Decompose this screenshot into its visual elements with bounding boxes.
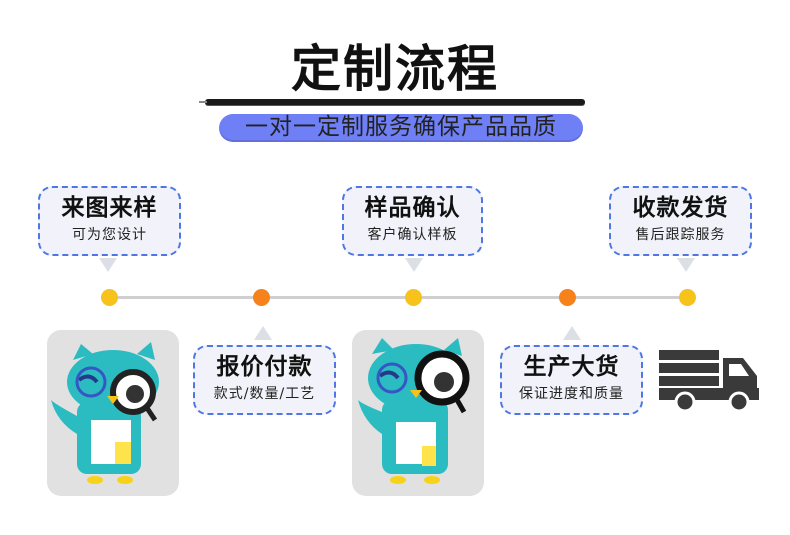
step-pointer-1	[99, 258, 117, 272]
step-pointer-3	[405, 258, 423, 272]
owl-with-magnifier-icon	[51, 342, 159, 484]
step-title: 样品确认	[364, 195, 461, 221]
step-subtitle: 可为您设计	[72, 227, 147, 243]
step-card-4: 生产大货 保证进度和质量	[500, 345, 643, 415]
subtitle-highlight	[219, 114, 583, 142]
step-card-5: 收款发货 售后跟踪服务	[609, 186, 752, 256]
step-title: 收款发货	[632, 195, 729, 221]
step-card-2: 报价付款 款式/数量/工艺	[193, 345, 336, 415]
page-subtitle: 一对一定制服务确保产品品质	[245, 114, 557, 140]
step-title: 报价付款	[216, 354, 313, 380]
step-pointer-4	[563, 326, 581, 340]
step-subtitle: 款式/数量/工艺	[213, 386, 316, 402]
step-card-1: 来图来样 可为您设计	[38, 186, 181, 256]
delivery-truck	[659, 350, 759, 413]
timeline-dot-3	[405, 289, 422, 306]
timeline-dot-5	[679, 289, 696, 306]
step-pointer-2	[254, 326, 272, 340]
timeline-line	[108, 296, 690, 299]
step-title: 来图来样	[61, 195, 158, 221]
timeline-dot-2	[253, 289, 270, 306]
step-card-3: 样品确认 客户确认样板	[342, 186, 483, 256]
timeline-dot-1	[101, 289, 118, 306]
step-subtitle: 售后跟踪服务	[635, 227, 726, 243]
step-title: 生产大货	[523, 354, 620, 380]
step-subtitle: 客户确认样板	[367, 227, 458, 243]
delivery-truck-icon	[659, 350, 759, 413]
owl-with-magnifier-icon	[358, 338, 470, 484]
step-pointer-5	[677, 258, 695, 272]
mascot-image-2	[352, 330, 484, 496]
step-subtitle: 保证进度和质量	[519, 386, 624, 402]
mascot-image-1	[47, 330, 179, 496]
title-underline	[199, 99, 585, 105]
timeline-dot-4	[559, 289, 576, 306]
page-title: 定制流程	[291, 40, 499, 98]
